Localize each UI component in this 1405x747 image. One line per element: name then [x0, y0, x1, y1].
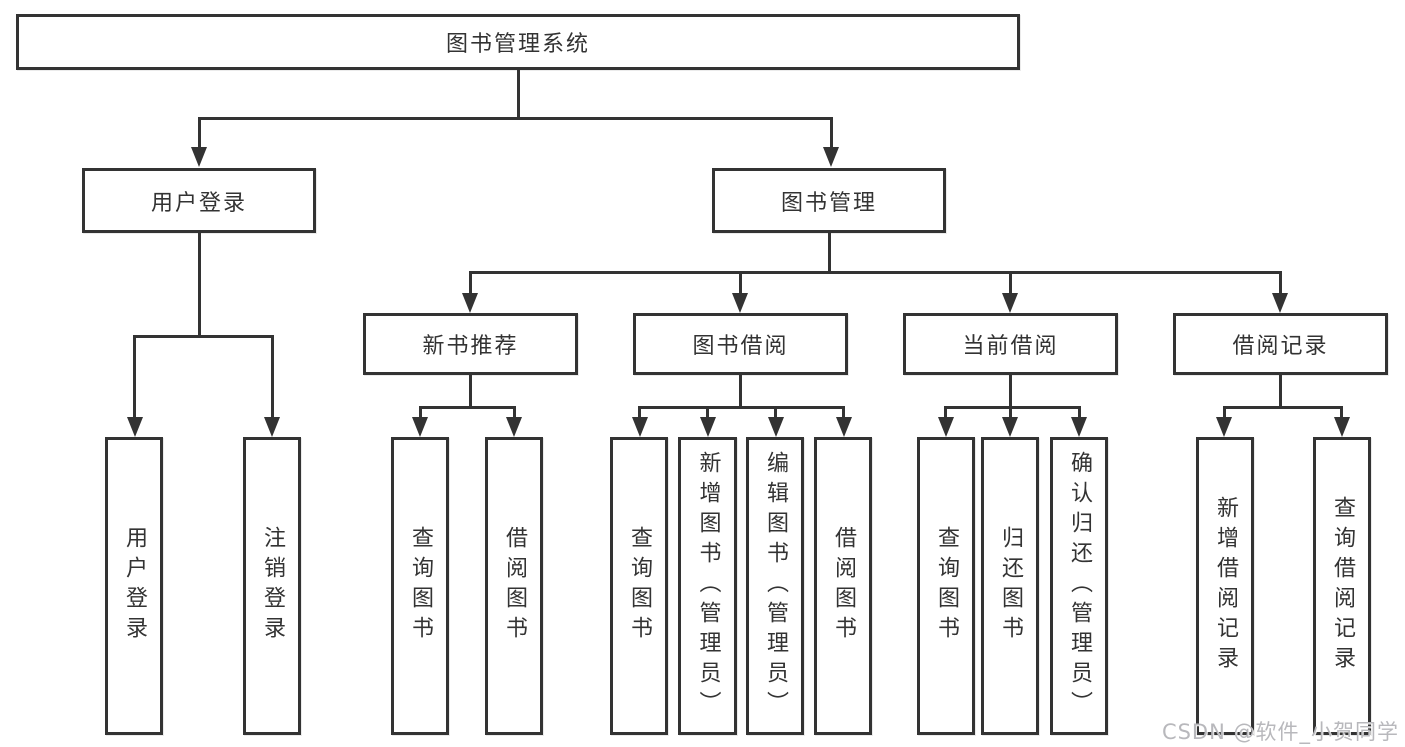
- node-current-borrow: 当前借阅: [903, 313, 1118, 375]
- arrowhead-bb4: [836, 417, 852, 437]
- leaf-newbooks-borrow-label: 借阅图书: [502, 526, 527, 646]
- connector-drop-bb3: [774, 406, 777, 422]
- arrowhead-cb2: [1002, 417, 1018, 437]
- connector-drop-cb2: [1009, 406, 1012, 422]
- connector-drop-newbook: [469, 271, 472, 297]
- connector-currentborrow-branch: [944, 406, 1081, 409]
- connector-drop-rc1: [1223, 406, 1226, 422]
- leaf-current-return-label: 归还图书: [998, 526, 1023, 646]
- connector-newbook-stem: [469, 375, 472, 408]
- arrowhead-bookborrow: [732, 293, 748, 313]
- arrowhead-cb1: [938, 417, 954, 437]
- leaf-borrow-edit-admin-label: 编辑图书（管理员）: [763, 451, 788, 721]
- leaf-newbooks-query-label: 查询图书: [408, 526, 433, 646]
- connector-records-stem: [1279, 375, 1282, 408]
- connector-root-branch: [198, 117, 832, 120]
- leaf-records-add: 新增借阅记录: [1196, 437, 1254, 735]
- arrowhead-nb2: [506, 417, 522, 437]
- connector-drop-currentborrow: [1009, 271, 1012, 297]
- leaf-current-confirm-admin: 确认归还（管理员）: [1050, 437, 1108, 735]
- node-book-borrow: 图书借阅: [633, 313, 848, 375]
- node-book-borrow-label: 图书借阅: [692, 334, 789, 359]
- leaf-records-query: 查询借阅记录: [1313, 437, 1371, 735]
- csdn-watermark: CSDN @软件_小贺同学: [1161, 720, 1399, 744]
- arrowhead-rc1: [1216, 417, 1232, 437]
- leaf-records-add-label: 新增借阅记录: [1213, 496, 1238, 676]
- connector-drop-cb3: [1078, 406, 1081, 422]
- connector-currentborrow-stem: [1009, 375, 1012, 408]
- arrowhead-records: [1272, 293, 1288, 313]
- connector-drop-rc2: [1340, 406, 1343, 422]
- leaf-current-query: 查询图书: [917, 437, 975, 735]
- leaf-borrow-book: 借阅图书: [814, 437, 872, 735]
- arrowhead-bb1: [632, 417, 648, 437]
- connector-drop-user-login: [198, 117, 201, 151]
- leaf-borrow-query: 查询图书: [610, 437, 668, 735]
- leaf-logout: 注销登录: [243, 437, 301, 735]
- node-user-login-label: 用户登录: [150, 190, 247, 216]
- leaf-borrow-add-admin-label: 新增图书（管理员）: [695, 451, 721, 721]
- arrowhead-rc2: [1334, 417, 1350, 437]
- connector-drop-leaf-logout: [271, 335, 274, 421]
- connector-drop-bb2: [706, 406, 709, 422]
- connector-drop-bb1: [638, 406, 641, 422]
- connector-bookborrow-branch: [638, 406, 845, 409]
- arrowhead-bb2: [700, 417, 716, 437]
- connector-drop-bookborrow: [739, 271, 742, 297]
- connector-bookmgmt-stem: [828, 233, 831, 274]
- connector-drop-leaf-login: [133, 335, 136, 421]
- leaf-borrow-book-label: 借阅图书: [831, 526, 856, 646]
- connector-bookborrow-stem: [739, 375, 742, 408]
- node-user-login: 用户登录: [82, 168, 316, 233]
- leaf-current-confirm-admin-label: 确认归还（管理员）: [1067, 451, 1092, 721]
- node-book-management: 图书管理: [712, 168, 946, 233]
- leaf-borrow-add-admin: 新增图书（管理员）: [678, 437, 737, 735]
- leaf-records-query-label: 查询借阅记录: [1330, 496, 1355, 676]
- arrowhead-currentborrow: [1002, 293, 1018, 313]
- connector-drop-book-management: [830, 117, 833, 151]
- arrowhead-newbook: [462, 293, 478, 313]
- connector-drop-cb1: [944, 406, 947, 422]
- leaf-newbooks-borrow: 借阅图书: [485, 437, 543, 735]
- leaf-borrow-query-label: 查询图书: [627, 526, 652, 646]
- connector-drop-records: [1279, 271, 1282, 297]
- leaf-current-query-label: 查询图书: [934, 526, 959, 646]
- leaf-borrow-edit-admin: 编辑图书（管理员）: [746, 437, 804, 735]
- node-borrow-records-label: 借阅记录: [1232, 334, 1329, 359]
- node-new-book-recommend-label: 新书推荐: [422, 334, 519, 359]
- arrowhead-nb1: [412, 417, 428, 437]
- arrowhead-user-login: [191, 147, 207, 167]
- node-borrow-records: 借阅记录: [1173, 313, 1388, 375]
- connector-bookmgmt-branch: [469, 271, 1282, 274]
- connector-drop-nb1: [419, 406, 422, 422]
- connector-records-branch: [1223, 406, 1343, 409]
- connector-userlogin-branch: [133, 335, 274, 338]
- leaf-user-login: 用户登录: [105, 437, 163, 735]
- node-current-borrow-label: 当前借阅: [962, 334, 1059, 359]
- arrowhead-leaf-logout: [264, 417, 280, 437]
- leaf-user-login-label: 用户登录: [122, 526, 147, 646]
- connector-newbook-branch: [419, 406, 515, 409]
- arrowhead-bb3: [768, 417, 784, 437]
- node-new-book-recommend: 新书推荐: [363, 313, 578, 375]
- node-root-label: 图书管理系统: [445, 32, 590, 57]
- arrowhead-leaf-login: [127, 417, 143, 437]
- leaf-current-return: 归还图书: [981, 437, 1039, 735]
- arrowhead-book-management: [823, 147, 839, 167]
- node-book-management-label: 图书管理: [780, 190, 877, 216]
- leaf-newbooks-query: 查询图书: [391, 437, 449, 735]
- connector-drop-nb2: [513, 406, 516, 422]
- arrowhead-cb3: [1071, 417, 1087, 437]
- leaf-logout-label: 注销登录: [260, 526, 285, 646]
- connector-drop-bb4: [842, 406, 845, 422]
- node-root: 图书管理系统: [16, 14, 1020, 70]
- connector-root-stem: [517, 70, 520, 117]
- connector-userlogin-stem: [198, 233, 201, 336]
